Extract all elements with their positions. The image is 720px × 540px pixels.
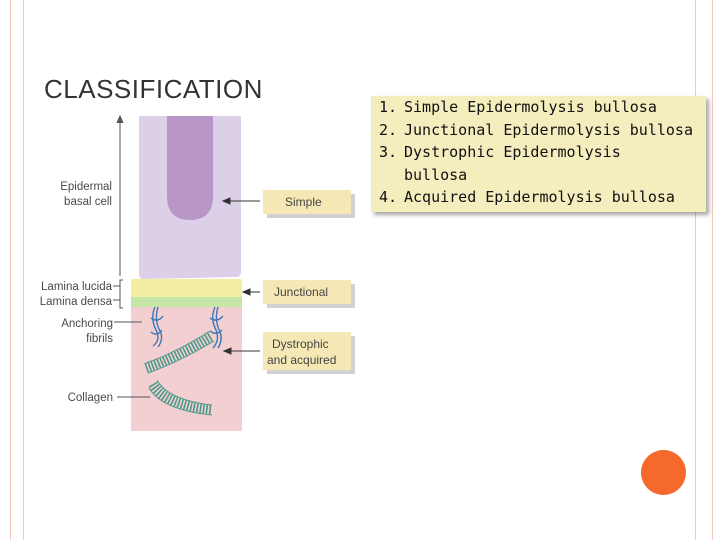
list-item-continuation: bullosa bbox=[404, 165, 468, 184]
callout-acquired-text: and acquired bbox=[267, 353, 336, 367]
list-item: 3. Dystrophic Epidermolysis bullosa bbox=[379, 141, 706, 186]
anchoring-fibril-left bbox=[150, 306, 164, 348]
collagen-fiber-upper bbox=[144, 330, 215, 374]
lamina-bracket bbox=[119, 279, 123, 309]
decorative-circle bbox=[641, 450, 686, 495]
list-item-number: 1. bbox=[379, 98, 398, 116]
list-item: 2. Junctional Epidermolysis bullosa bbox=[379, 119, 706, 142]
epidermal-label: Epidermal bbox=[60, 181, 112, 193]
cell-nucleus bbox=[167, 116, 213, 220]
basal-cell-label: basal cell bbox=[64, 196, 112, 208]
slide-title: CLASSIFICATION bbox=[44, 74, 263, 104]
list-item-number: 2. bbox=[379, 120, 398, 139]
callout-simple: Simple bbox=[263, 190, 355, 218]
arrowhead-dystrophic-icon bbox=[222, 347, 232, 355]
anchoring-label: Anchoring bbox=[61, 318, 113, 330]
collagen-label: Collagen bbox=[68, 392, 113, 404]
list-item-number: 4. bbox=[379, 188, 398, 206]
lamina-densa-layer bbox=[131, 297, 242, 307]
lamina-densa-label: Lamina densa bbox=[40, 296, 113, 308]
list-item-number: 3. bbox=[379, 143, 398, 161]
list-item-text: Simple Epidermolysis bullosa bbox=[404, 98, 657, 116]
lamina-lucida-layer bbox=[131, 279, 242, 297]
list-item-text: Junctional Epidermolysis bullosa bbox=[404, 120, 693, 139]
callout-junctional: Junctional bbox=[263, 280, 355, 308]
callout-junctional-text: Junctional bbox=[274, 285, 328, 299]
slide-frame-outer bbox=[10, 0, 696, 540]
anchoring-fibril-right bbox=[209, 306, 224, 349]
callout-dystrophic: Dystrophic and acquired bbox=[263, 332, 355, 374]
list-item-text: Dystrophic Epidermolysis bbox=[404, 143, 621, 161]
collagen-fiber-lower bbox=[148, 379, 213, 416]
lamina-lucida-label: Lamina lucida bbox=[41, 281, 113, 293]
arrowhead-junctional-icon bbox=[241, 288, 251, 296]
classification-list: 1. Simple Epidermolysis bullosa 2. Junct… bbox=[371, 96, 706, 212]
arrowhead-icon bbox=[116, 114, 124, 124]
list-item-text: Acquired Epidermolysis bullosa bbox=[404, 188, 675, 206]
slide-frame-inner bbox=[23, 0, 713, 540]
list-item: 1. Simple Epidermolysis bullosa bbox=[379, 96, 706, 119]
fibrils-label: fibrils bbox=[86, 333, 113, 345]
arrowhead-simple-icon bbox=[221, 197, 231, 205]
callout-dystrophic-text: Dystrophic bbox=[272, 337, 329, 351]
list-item: 4. Acquired Epidermolysis bullosa bbox=[379, 186, 706, 209]
callout-simple-text: Simple bbox=[285, 195, 322, 209]
